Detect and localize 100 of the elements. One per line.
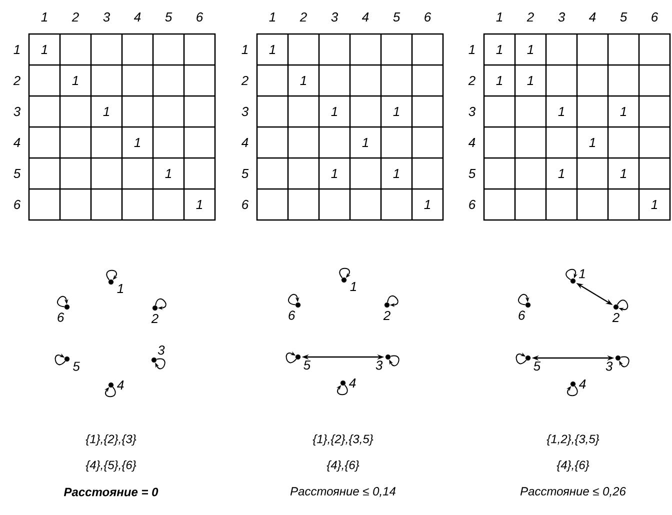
vertex: 5 (525, 355, 541, 371)
node-label: 5 (534, 362, 541, 371)
column-header: 5 (620, 12, 628, 22)
row-header: 1 (14, 45, 20, 54)
matrix-entry: 1 (651, 200, 658, 209)
row-header: 4 (241, 138, 248, 147)
node-label: 1 (117, 284, 124, 293)
matrix-entry: 1 (331, 107, 338, 116)
row-header: 3 (14, 106, 20, 116)
matrix-entry: 1 (331, 169, 338, 178)
matrix-entry: 1 (527, 45, 534, 54)
column-header: 1 (269, 12, 276, 22)
row-header: 3 (242, 106, 248, 116)
matrix-entry: 1 (496, 45, 502, 54)
column-header: 2 (300, 12, 307, 22)
column-header: 1 (496, 12, 502, 22)
node-label: 3 (606, 362, 613, 371)
vertex-sets: {4},{6} (326, 460, 360, 472)
row-header: 1 (468, 45, 475, 54)
row-header: 3 (468, 106, 476, 116)
column-header: 3 (558, 12, 565, 22)
matrix-entry: 1 (393, 107, 400, 116)
vertex-sets: {1},{2},{3} (86, 434, 136, 446)
row-header: 2 (468, 76, 476, 86)
self-loop (106, 270, 118, 280)
self-loop (516, 352, 527, 364)
matrix-entry: 1 (393, 169, 400, 178)
vertex: 1 (341, 277, 356, 291)
self-loop (155, 358, 166, 370)
matrix-entry: 1 (269, 45, 276, 54)
matrix-entry: 1 (165, 169, 172, 178)
vertex: 2 (383, 302, 390, 320)
self-loop (336, 384, 348, 396)
node-label: 2 (151, 314, 158, 324)
node-label: 1 (350, 282, 356, 291)
row-header: 5 (14, 168, 21, 178)
vertex: 6 (58, 304, 70, 322)
self-loop (389, 355, 400, 366)
vertex: 6 (518, 302, 531, 320)
node-label: 1 (578, 269, 585, 278)
node-label: 2 (383, 310, 390, 320)
self-loop (286, 351, 297, 364)
matrix-entry: 1 (424, 200, 430, 209)
distance-caption: Расстояние ≤ 0,26 (520, 487, 626, 497)
vertex: 1 (570, 269, 585, 284)
matrix-entry: 1 (558, 107, 564, 116)
matrix-entry: 1 (41, 45, 48, 54)
node-label: 2 (612, 312, 620, 322)
column-header: 4 (588, 12, 596, 22)
matrix-entry: 1 (103, 107, 110, 116)
self-loop (154, 298, 166, 310)
node-label: 4 (579, 380, 586, 388)
vertex: 5 (64, 356, 80, 371)
self-loop (54, 353, 66, 366)
column-header: 3 (103, 12, 110, 22)
matrix-entry: 1 (496, 76, 502, 85)
column-header: 5 (393, 12, 400, 22)
column-header: 1 (41, 12, 48, 22)
self-loop (288, 294, 300, 306)
row-header: 5 (468, 168, 476, 178)
vertex-sets: {4},{6} (556, 460, 590, 472)
vertex: 3 (606, 355, 621, 371)
row-header: 6 (14, 200, 21, 210)
row-header: 5 (242, 168, 249, 178)
distance-caption: Расстояние ≤ 0,14 (290, 487, 396, 497)
node-label: 5 (72, 362, 80, 371)
node-label: 5 (304, 360, 311, 370)
column-header: 6 (424, 12, 432, 22)
self-loop (566, 386, 578, 396)
vertex: 2 (151, 305, 158, 324)
distance-caption: Расстояние = 0 (64, 488, 158, 496)
row-header: 4 (13, 138, 20, 147)
row-header: 4 (468, 138, 476, 147)
vertex: 4 (570, 380, 586, 388)
vertex: 3 (376, 354, 391, 370)
column-header: 4 (134, 12, 141, 22)
node-label: 6 (518, 310, 526, 320)
matrix-entry: 1 (527, 76, 534, 85)
vertex-sets: {4},{5},{6} (86, 460, 136, 472)
vertex: 4 (108, 380, 124, 390)
node-label: 3 (376, 360, 383, 370)
vertex: 1 (108, 279, 123, 293)
self-loop (518, 294, 530, 306)
matrix-entry: 1 (134, 138, 140, 147)
row-header: 2 (241, 76, 248, 86)
column-header: 4 (362, 12, 369, 22)
matrix-entry: 1 (620, 107, 626, 116)
self-loop (57, 296, 68, 308)
matrix-entry: 1 (589, 138, 596, 147)
self-loop (339, 268, 351, 278)
node-label: 6 (288, 310, 296, 320)
self-loop (619, 356, 630, 368)
row-header: 1 (242, 45, 248, 54)
column-header: 3 (331, 12, 338, 22)
vertex-sets: {1,2},{3,5} (546, 434, 600, 446)
row-header: 2 (13, 76, 20, 86)
row-header: 6 (469, 200, 476, 210)
column-header: 5 (165, 12, 172, 22)
matrix-entry: 1 (620, 169, 626, 178)
vertex: 6 (288, 302, 301, 320)
